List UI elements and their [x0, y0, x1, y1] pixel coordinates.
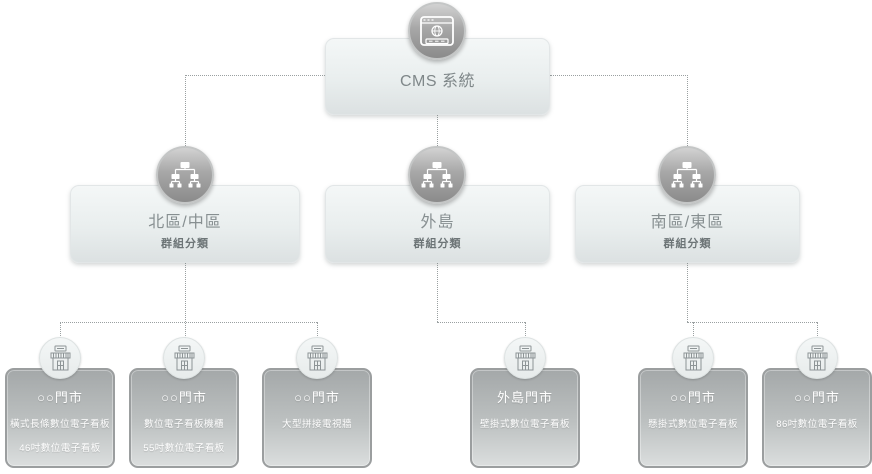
store-node: ○○門市 數位電子看板機櫃 55吋數位電子看板 — [129, 368, 239, 468]
store-device-line: 大型拼接電視牆 — [281, 419, 352, 430]
connector-group1-to-store1 — [60, 322, 61, 340]
group-subtitle: 群組分類 — [161, 238, 209, 250]
connector-root-to-group3 — [687, 75, 688, 148]
storefront-icon — [796, 337, 838, 379]
storefront-icon — [504, 337, 546, 379]
root-node-cms: CMS 系統 — [325, 38, 550, 115]
org-tree-icon — [156, 146, 214, 204]
store-title: ○○門市 — [37, 390, 83, 405]
store-device-line: 數位電子看板機櫃 — [143, 419, 224, 430]
store-device-line: 懸掛式數位電子看板 — [647, 419, 738, 430]
connector-root-to-group2 — [437, 115, 438, 148]
connector-root-to-group3 — [550, 75, 688, 76]
storefront-icon — [672, 337, 714, 379]
root-node-title: CMS 系統 — [399, 73, 475, 90]
group-title: 外島 — [420, 214, 455, 231]
group-title: 北區/中區 — [148, 214, 222, 231]
store-device-line: 86吋數位電子看板 — [776, 419, 858, 430]
connector-group1-down — [185, 263, 186, 340]
store-device-line: 橫式長條數位電子看板 — [9, 419, 110, 430]
browser-globe-icon — [408, 2, 466, 60]
store-node: ○○門市 懸掛式數位電子看板 — [638, 368, 748, 468]
store-title: ○○門市 — [294, 390, 340, 405]
storefront-icon — [296, 337, 338, 379]
store-title: 外島門市 — [496, 390, 553, 405]
group-node-north-central: 北區/中區 群組分類 — [70, 185, 300, 263]
org-tree-icon — [658, 146, 716, 204]
connector-group2-branch — [437, 322, 525, 323]
connector-group1-branch — [60, 322, 317, 323]
connector-group3-down — [687, 263, 688, 322]
store-node: ○○門市 橫式長條數位電子看板 46吋數位電子看板 — [5, 368, 115, 468]
connector-group2-to-store4 — [525, 322, 526, 340]
store-device-line: 55吋數位電子看板 — [143, 443, 225, 454]
group-subtitle: 群組分類 — [413, 238, 462, 250]
connector-group3-to-store5 — [693, 322, 694, 340]
store-node: ○○門市 大型拼接電視牆 — [262, 368, 372, 468]
store-device-line: 46吋數位電子看板 — [19, 443, 101, 454]
store-device-line: 壁掛式數位電子看板 — [479, 419, 570, 430]
connector-group2-down — [437, 263, 438, 322]
storefront-icon — [39, 337, 81, 379]
org-tree-icon — [408, 146, 466, 204]
store-node: ○○門市 86吋數位電子看板 — [762, 368, 872, 468]
connector-root-to-group1 — [185, 75, 186, 148]
connector-group1-to-store3 — [317, 322, 318, 340]
group-subtitle: 群組分類 — [663, 238, 712, 250]
store-title: ○○門市 — [794, 390, 840, 405]
store-title: ○○門市 — [161, 390, 207, 405]
storefront-icon — [163, 337, 205, 379]
store-node: 外島門市 壁掛式數位電子看板 — [470, 368, 580, 468]
store-title: ○○門市 — [670, 390, 716, 405]
group-title: 南區/東區 — [650, 214, 725, 231]
connector-group3-to-store6 — [817, 322, 818, 340]
connector-group3-branch — [687, 322, 817, 323]
connector-root-to-group1 — [185, 75, 325, 76]
